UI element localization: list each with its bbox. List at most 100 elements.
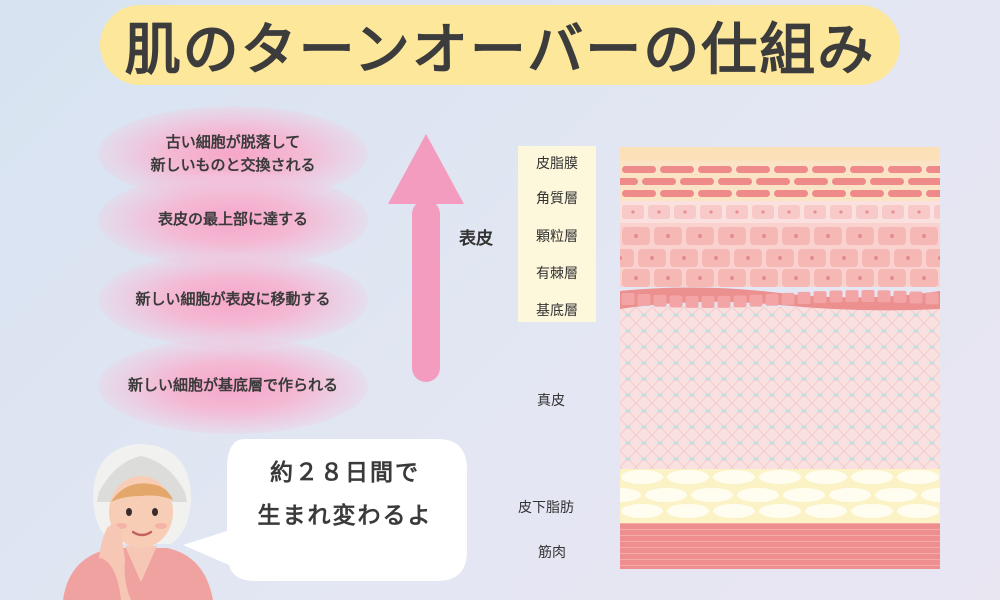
corneum-cell [888,166,922,173]
spinous-nucleus [826,234,830,238]
basal-cell [653,294,667,307]
basal-cell [845,290,859,303]
basal-cell [909,291,923,304]
spinous-nucleus [858,234,862,238]
granular-nucleus [631,210,635,214]
stage-migration-text: 新しい細胞が表皮に移動する [135,290,331,309]
granular-nucleus [657,210,661,214]
basal-layer [620,287,940,311]
spinous-nucleus [730,276,734,280]
corneum-cell [736,166,770,173]
layer-label-stratum-corneum: 角質層 [536,191,578,207]
fat-cell [645,488,687,502]
basal-cell [685,295,699,308]
subcutaneous-fat-label: 皮下脂肪 [518,500,574,516]
basal-cell [669,295,683,308]
basal-cell [781,292,795,305]
spinous-nucleus [634,234,638,238]
fat-cell [921,488,940,502]
stage-reach-top-text: 表皮の最上部に達する [157,210,308,229]
fat-cell [621,504,663,518]
basal-cell [765,293,779,306]
spinous-nucleus [650,256,654,260]
spinous-cell [620,249,634,267]
fat-cell [875,488,917,502]
fat-cell [759,470,801,484]
dermis-layer [620,307,940,469]
corneum-cell [850,166,884,173]
corneum-cell [698,166,732,173]
epidermis-label: 表皮 [459,229,493,249]
spinous-nucleus [762,234,766,238]
fat-cell [667,470,709,484]
basal-cell [621,293,635,305]
arrow-shaft [412,200,440,382]
stratum-corneum-layer [620,161,940,201]
muscle-label: 筋肉 [538,545,566,561]
corneum-cell [870,178,904,185]
basal-cell [861,290,875,303]
hair [111,483,173,502]
corneum-cell [832,178,866,185]
basal-cell [925,292,939,305]
spinous-cell [926,249,940,267]
fat-cell [851,504,893,518]
fat-cell [713,470,755,484]
granular-cell [934,205,940,219]
corneum-cell [812,166,846,173]
corneum-cell [718,178,752,185]
spinous-nucleus [938,256,940,260]
fat-cell [897,470,939,484]
granular-nucleus [709,210,713,214]
corneum-cell [794,178,828,185]
spinous-nucleus [698,276,702,280]
granular-nucleus [813,210,817,214]
fat-cell [621,470,663,484]
corneum-cell [642,178,676,185]
basal-cell [877,290,891,303]
corneum-cell [736,190,770,197]
epidermis-layer-labels: 皮脂膜 角質層 顆粒層 有棘層 基底層 [518,146,596,322]
corneum-cell [622,190,656,197]
stage-migration: 新しい細胞が表皮に移動する [98,252,368,348]
corneum-cell [620,178,638,185]
corneum-cell [622,166,656,173]
spinous-nucleus [906,256,910,260]
neck [125,546,157,582]
fat-cell [805,504,847,518]
title-banner: 肌のターンオーバーの仕組み [100,5,900,85]
fat-cell [897,504,939,518]
basal-cell [749,294,763,307]
skin-cross-section [620,147,940,569]
basal-cell [733,295,747,308]
corneum-cell [698,190,732,197]
spinous-nucleus [714,256,718,260]
basal-cell [813,291,827,304]
granular-nucleus [787,210,791,214]
spinous-nucleus [730,234,734,238]
fat-cell [805,470,847,484]
sebum-layer [620,147,940,161]
spinous-nucleus [842,256,846,260]
corneum-cell [774,190,808,197]
corneum-cell [660,166,694,173]
granular-nucleus [891,210,895,214]
right-eye [152,508,158,516]
spinous-nucleus [826,276,830,280]
fat-cell [829,488,871,502]
spinous-nucleus [858,276,862,280]
corneum-cell [812,190,846,197]
stage-creation: 新しい細胞が基底層で作られる [98,338,368,434]
woman-illustration [63,444,213,600]
spinous-nucleus [922,234,926,238]
granular-nucleus [761,210,765,214]
layer-label-sebum: 皮脂膜 [536,156,578,172]
layer-label-basal: 基底層 [536,303,578,319]
fat-cell [851,470,893,484]
spinous-nucleus [922,276,926,280]
basal-cell [829,290,843,303]
spinous-nucleus [698,234,702,238]
spinous-nucleus [810,256,814,260]
dermis-label: 真皮 [537,393,565,409]
corneum-cell [908,178,940,185]
